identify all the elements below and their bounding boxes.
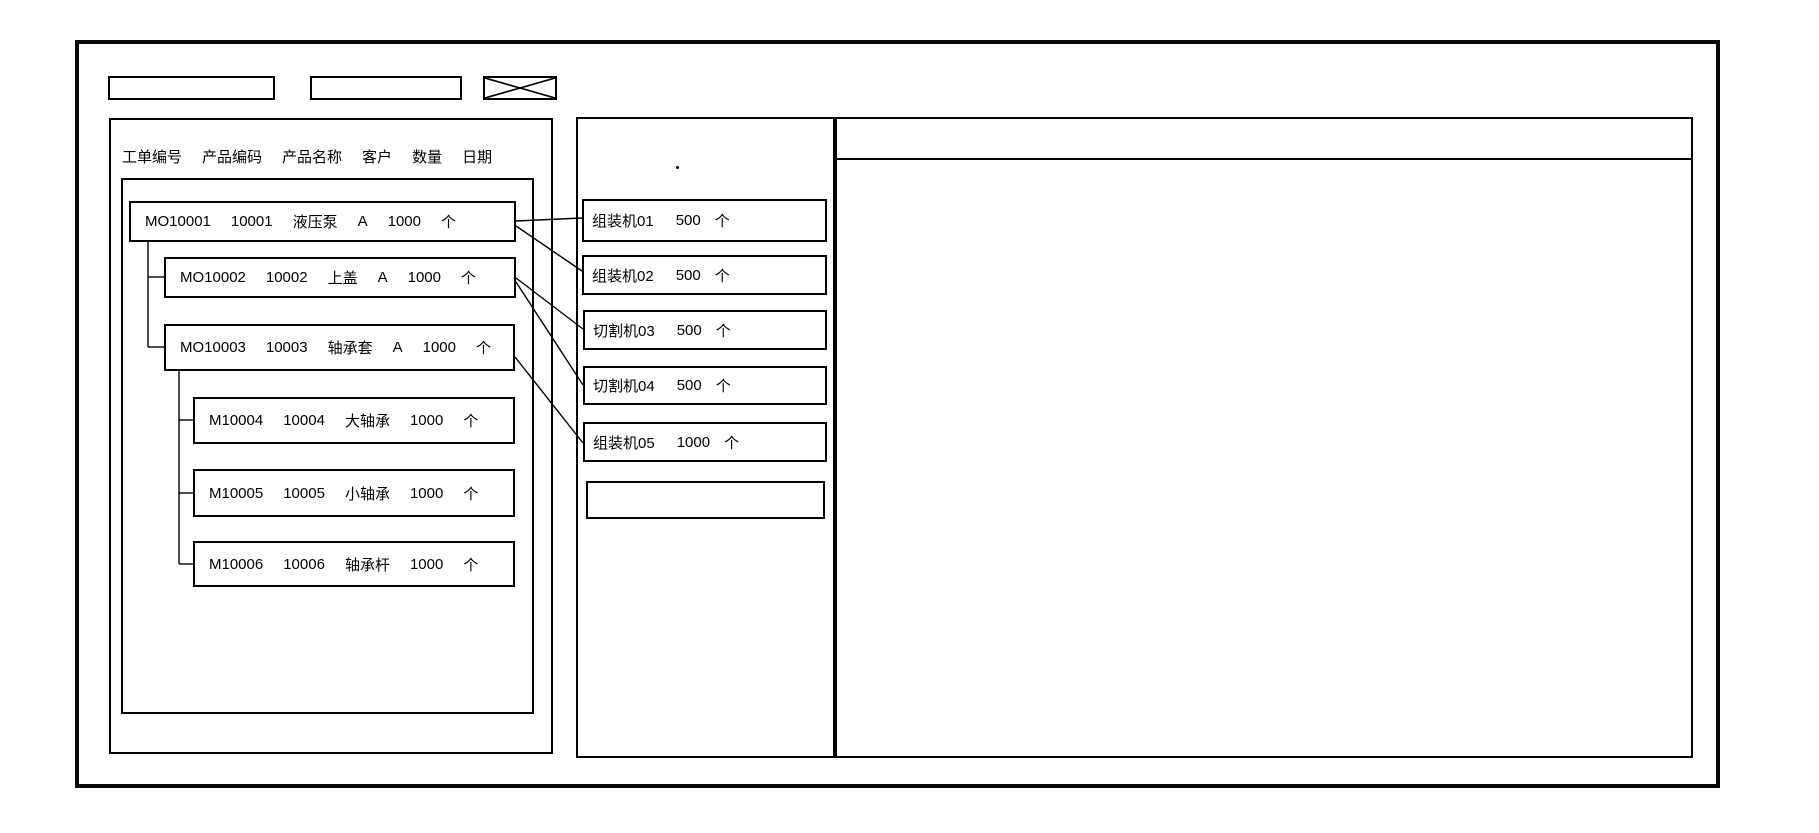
machine-qty: 500 bbox=[675, 266, 701, 284]
order-id: MO10002 bbox=[180, 269, 246, 286]
header-order-no: 工单编号 bbox=[122, 149, 183, 166]
customer: A bbox=[392, 339, 403, 356]
machine-name: 组装机02 bbox=[592, 267, 654, 285]
unit: 个 bbox=[463, 413, 479, 430]
order-row-mo10001[interactable]: MO10001 10001 液压泵 A 1000 个 bbox=[129, 201, 516, 242]
toolbar-field-1[interactable] bbox=[108, 76, 275, 100]
order-list-header: 工单编号 产品编码 产品名称 客户 数量 日期 bbox=[122, 146, 492, 167]
quantity: 1000 bbox=[409, 412, 444, 429]
product-code: 10004 bbox=[283, 412, 325, 429]
order-id: M10006 bbox=[209, 555, 264, 573]
customer: A bbox=[377, 269, 388, 286]
order-row-m10004[interactable]: M10004 10004 大轴承 1000 个 bbox=[193, 397, 515, 444]
header-customer: 客户 bbox=[362, 149, 393, 166]
product-name: 大轴承 bbox=[344, 413, 390, 430]
machine-unit: 个 bbox=[714, 267, 730, 285]
machine-unit: 个 bbox=[724, 434, 740, 452]
customer: A bbox=[357, 213, 368, 230]
product-name: 轴承套 bbox=[327, 340, 373, 357]
product-name: 液压泵 bbox=[292, 214, 338, 231]
machine-unit: 个 bbox=[715, 322, 731, 340]
quantity: 1000 bbox=[407, 269, 441, 286]
machine-name: 切割机03 bbox=[593, 322, 655, 340]
product-code: 10005 bbox=[283, 484, 325, 502]
order-row-mo10003[interactable]: MO10003 10003 轴承套 A 1000 个 bbox=[164, 324, 515, 371]
machine-box-02[interactable]: 组装机02 500 个 bbox=[582, 255, 827, 295]
header-product-name: 产品名称 bbox=[282, 149, 343, 166]
machine-qty: 500 bbox=[676, 377, 702, 394]
machine-box-01[interactable]: 组装机01 500 个 bbox=[582, 199, 827, 242]
product-code: 10006 bbox=[283, 555, 325, 573]
order-row-m10006[interactable]: M10006 10006 轴承杆 1000 个 bbox=[193, 541, 515, 587]
unit: 个 bbox=[441, 214, 457, 231]
machine-unit: 个 bbox=[715, 378, 731, 395]
machine-name: 组装机01 bbox=[592, 213, 654, 230]
product-code: 10001 bbox=[230, 213, 273, 230]
quantity: 1000 bbox=[409, 484, 444, 502]
dot-marker bbox=[676, 166, 679, 169]
quantity: 1000 bbox=[409, 555, 444, 573]
machine-qty: 500 bbox=[676, 321, 702, 339]
order-id: MO10001 bbox=[145, 213, 211, 230]
header-date: 日期 bbox=[462, 149, 493, 166]
product-code: 10003 bbox=[265, 339, 308, 356]
order-id: M10005 bbox=[209, 484, 264, 502]
header-quantity: 数量 bbox=[412, 149, 443, 166]
machine-name: 组装机05 bbox=[593, 434, 655, 452]
unit: 个 bbox=[461, 270, 477, 287]
machine-qty: 500 bbox=[675, 212, 701, 229]
detail-panel-header-divider bbox=[836, 158, 1692, 160]
machine-name: 切割机04 bbox=[593, 378, 655, 395]
detail-panel bbox=[835, 117, 1693, 758]
product-name: 上盖 bbox=[327, 270, 358, 287]
machine-box-03[interactable]: 切割机03 500 个 bbox=[583, 310, 827, 350]
machine-qty: 1000 bbox=[676, 433, 711, 451]
quantity: 1000 bbox=[422, 339, 456, 356]
quantity: 1000 bbox=[387, 213, 421, 230]
order-row-m10005[interactable]: M10005 10005 小轴承 1000 个 bbox=[193, 469, 515, 517]
machine-box-05[interactable]: 组装机05 1000 个 bbox=[583, 422, 827, 462]
close-button[interactable] bbox=[483, 76, 557, 100]
unit: 个 bbox=[476, 340, 492, 357]
unit: 个 bbox=[463, 485, 479, 503]
order-id: MO10003 bbox=[180, 339, 246, 356]
machine-box-04[interactable]: 切割机04 500 个 bbox=[583, 366, 827, 405]
close-x-icon bbox=[484, 77, 556, 99]
product-code: 10002 bbox=[265, 269, 308, 286]
toolbar-field-2[interactable] bbox=[310, 76, 462, 100]
header-product-code: 产品编码 bbox=[202, 149, 263, 166]
order-row-mo10002[interactable]: MO10002 10002 上盖 A 1000 个 bbox=[164, 257, 516, 298]
machine-unit: 个 bbox=[714, 213, 730, 230]
order-id: M10004 bbox=[209, 412, 264, 429]
product-name: 小轴承 bbox=[344, 485, 390, 503]
product-name: 轴承杆 bbox=[344, 556, 390, 574]
machine-box-empty[interactable] bbox=[586, 481, 825, 519]
unit: 个 bbox=[463, 556, 479, 574]
